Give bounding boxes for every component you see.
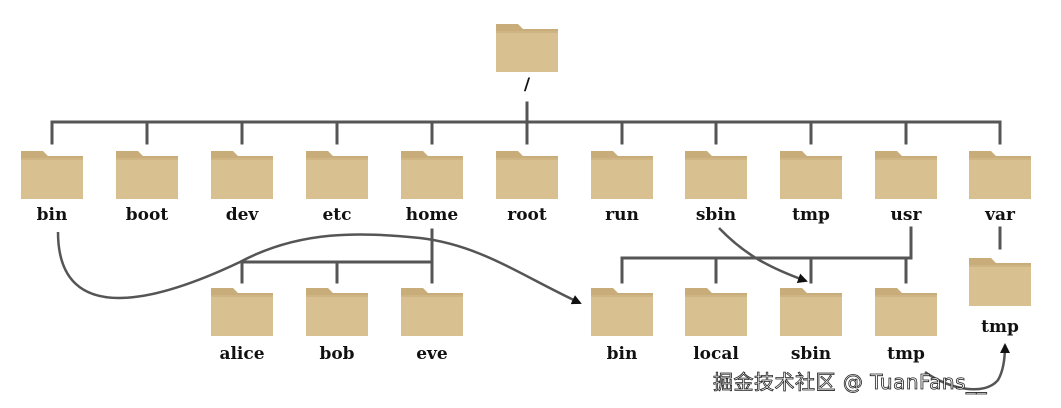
folder-icon	[211, 295, 273, 336]
folder-tab	[685, 151, 747, 160]
folder-boot: boot	[116, 151, 178, 225]
symlink-arrow-tmp	[924, 343, 1010, 391]
folder-label: bin	[37, 205, 68, 225]
folder-tab	[685, 288, 747, 297]
folder-tab	[496, 151, 558, 160]
folder-tab	[969, 258, 1031, 267]
folder-icon	[306, 158, 368, 199]
folder-label: boot	[126, 205, 169, 225]
folder-icon	[21, 158, 83, 199]
folder-label: alice	[219, 344, 264, 364]
folder-icon	[685, 295, 747, 336]
folder-label: local	[693, 344, 739, 364]
folder-tab	[21, 151, 83, 160]
folder-usr-local: local	[685, 288, 747, 364]
folder-icon	[591, 295, 653, 336]
folder-dev: dev	[211, 151, 273, 225]
folder-icon	[116, 158, 178, 199]
folder-etc: etc	[306, 151, 368, 225]
tree-connectors	[50, 101, 1002, 284]
symlink-arrows	[56, 227, 1010, 391]
folder-home: home	[401, 151, 463, 225]
folder-root: /	[496, 24, 558, 95]
folder-icon	[780, 295, 842, 336]
folder-label: root	[507, 205, 547, 225]
folder-icon	[306, 295, 368, 336]
folder-label: bin	[607, 344, 638, 364]
folder-tab	[591, 151, 653, 160]
folder-home-eve: eve	[401, 288, 463, 364]
folder-label: bob	[319, 344, 354, 364]
folder-sbin: sbin	[685, 151, 747, 225]
folder-tab	[211, 151, 273, 160]
folder-label: usr	[891, 205, 923, 225]
folder-tab	[780, 151, 842, 160]
folder-label: dev	[226, 205, 260, 225]
folder-tab	[969, 151, 1031, 160]
folder-label: home	[406, 205, 459, 225]
folder-tab	[875, 151, 937, 160]
folder-label: sbin	[791, 344, 831, 364]
folder-icon	[401, 295, 463, 336]
folder-tab	[591, 288, 653, 297]
folder-icon	[969, 265, 1031, 306]
folder-tab	[780, 288, 842, 297]
watermark: 掘金技术社区 @ TuanFans__	[713, 370, 988, 395]
folder-icon	[496, 158, 558, 199]
folder-label: tmp	[887, 344, 925, 364]
folder-tab	[496, 24, 558, 33]
symlink-arrow-sbin	[718, 227, 808, 283]
folder-icon	[780, 158, 842, 199]
folder-run: run	[591, 151, 653, 225]
folder-label: tmp	[792, 205, 830, 225]
folder-usr-tmp: tmp	[875, 288, 937, 364]
folder-bin: bin	[21, 151, 83, 225]
folder-icon	[875, 158, 937, 199]
folder-tab	[401, 151, 463, 160]
folder-home-alice: alice	[211, 288, 273, 364]
folder-tab	[116, 151, 178, 160]
folder-tab	[306, 288, 368, 297]
folder-usr-sbin: sbin	[780, 288, 842, 364]
folder-label: eve	[416, 344, 448, 364]
folder-icon	[496, 31, 558, 72]
folder-label: tmp	[981, 317, 1019, 337]
folder-icon	[591, 158, 653, 199]
folder-tmp: tmp	[780, 151, 842, 225]
folder-tab	[875, 288, 937, 297]
folder-home-bob: bob	[306, 288, 368, 364]
folder-icon	[969, 158, 1031, 199]
folder-icon	[401, 158, 463, 199]
folder-label: var	[984, 205, 1016, 225]
folder-nodes: / bin boot dev etc home root run sbin tmp usr var al…	[21, 24, 1031, 364]
folder-tab	[211, 288, 273, 297]
folder-label: sbin	[696, 205, 736, 225]
folder-icon	[211, 158, 273, 199]
folder-label: etc	[322, 205, 351, 225]
folder-label: run	[605, 205, 639, 225]
folder-icon	[685, 158, 747, 199]
folder-var: var	[969, 151, 1031, 225]
folder-label: /	[524, 75, 531, 95]
folder-usr: usr	[875, 151, 937, 225]
folder-icon	[875, 295, 937, 336]
folder-tab	[306, 151, 368, 160]
folder-tab	[401, 288, 463, 297]
folder-root: root	[496, 151, 558, 225]
folder-var-tmp: tmp	[969, 258, 1031, 337]
symlink-arrow-bin	[56, 231, 582, 305]
folder-usr-bin: bin	[591, 288, 653, 364]
